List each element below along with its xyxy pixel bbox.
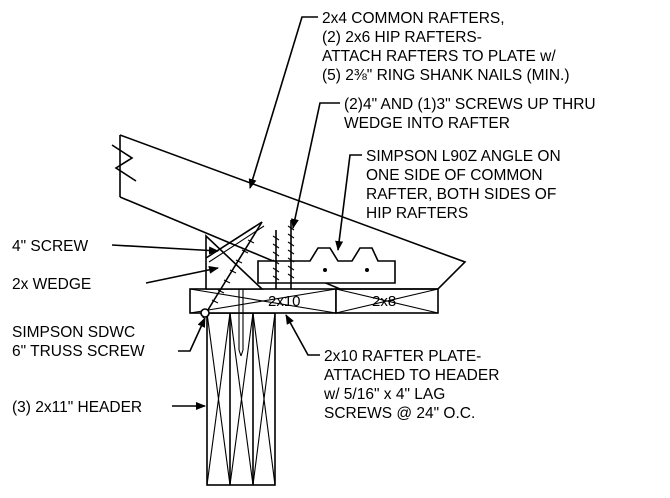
rafter	[111, 134, 467, 290]
label-sdwc: SIMPSON SDWC 6" TRUSS SCREW	[12, 324, 145, 360]
label-rafters: 2x4 COMMON RAFTERS, (2) 2x6 HIP RAFTERS-…	[322, 10, 570, 84]
l90z-angle	[257, 247, 396, 284]
label-four-inch-screw: 4" SCREW	[12, 238, 88, 255]
label-header: (3) 2x11" HEADER	[12, 399, 142, 416]
label-rafter-plate: 2x10 RAFTER PLATE- ATTACHED TO HEADER w/…	[323, 348, 504, 422]
header-assembly	[206, 312, 276, 486]
plate-2x10-label: 2x10	[268, 293, 301, 310]
label-wedge: 2x WEDGE	[12, 276, 91, 293]
sdwc-screw	[200, 221, 263, 319]
label-simpson-angle: SIMPSON L90Z ANGLE ON ONE SIDE OF COMMON…	[366, 148, 565, 222]
plate-2x8-label: 2x8	[372, 293, 396, 310]
leaders	[111, 16, 362, 410]
label-screws-up: (2)4" AND (1)3" SCREWS UP THRU WEDGE INT…	[344, 96, 600, 132]
